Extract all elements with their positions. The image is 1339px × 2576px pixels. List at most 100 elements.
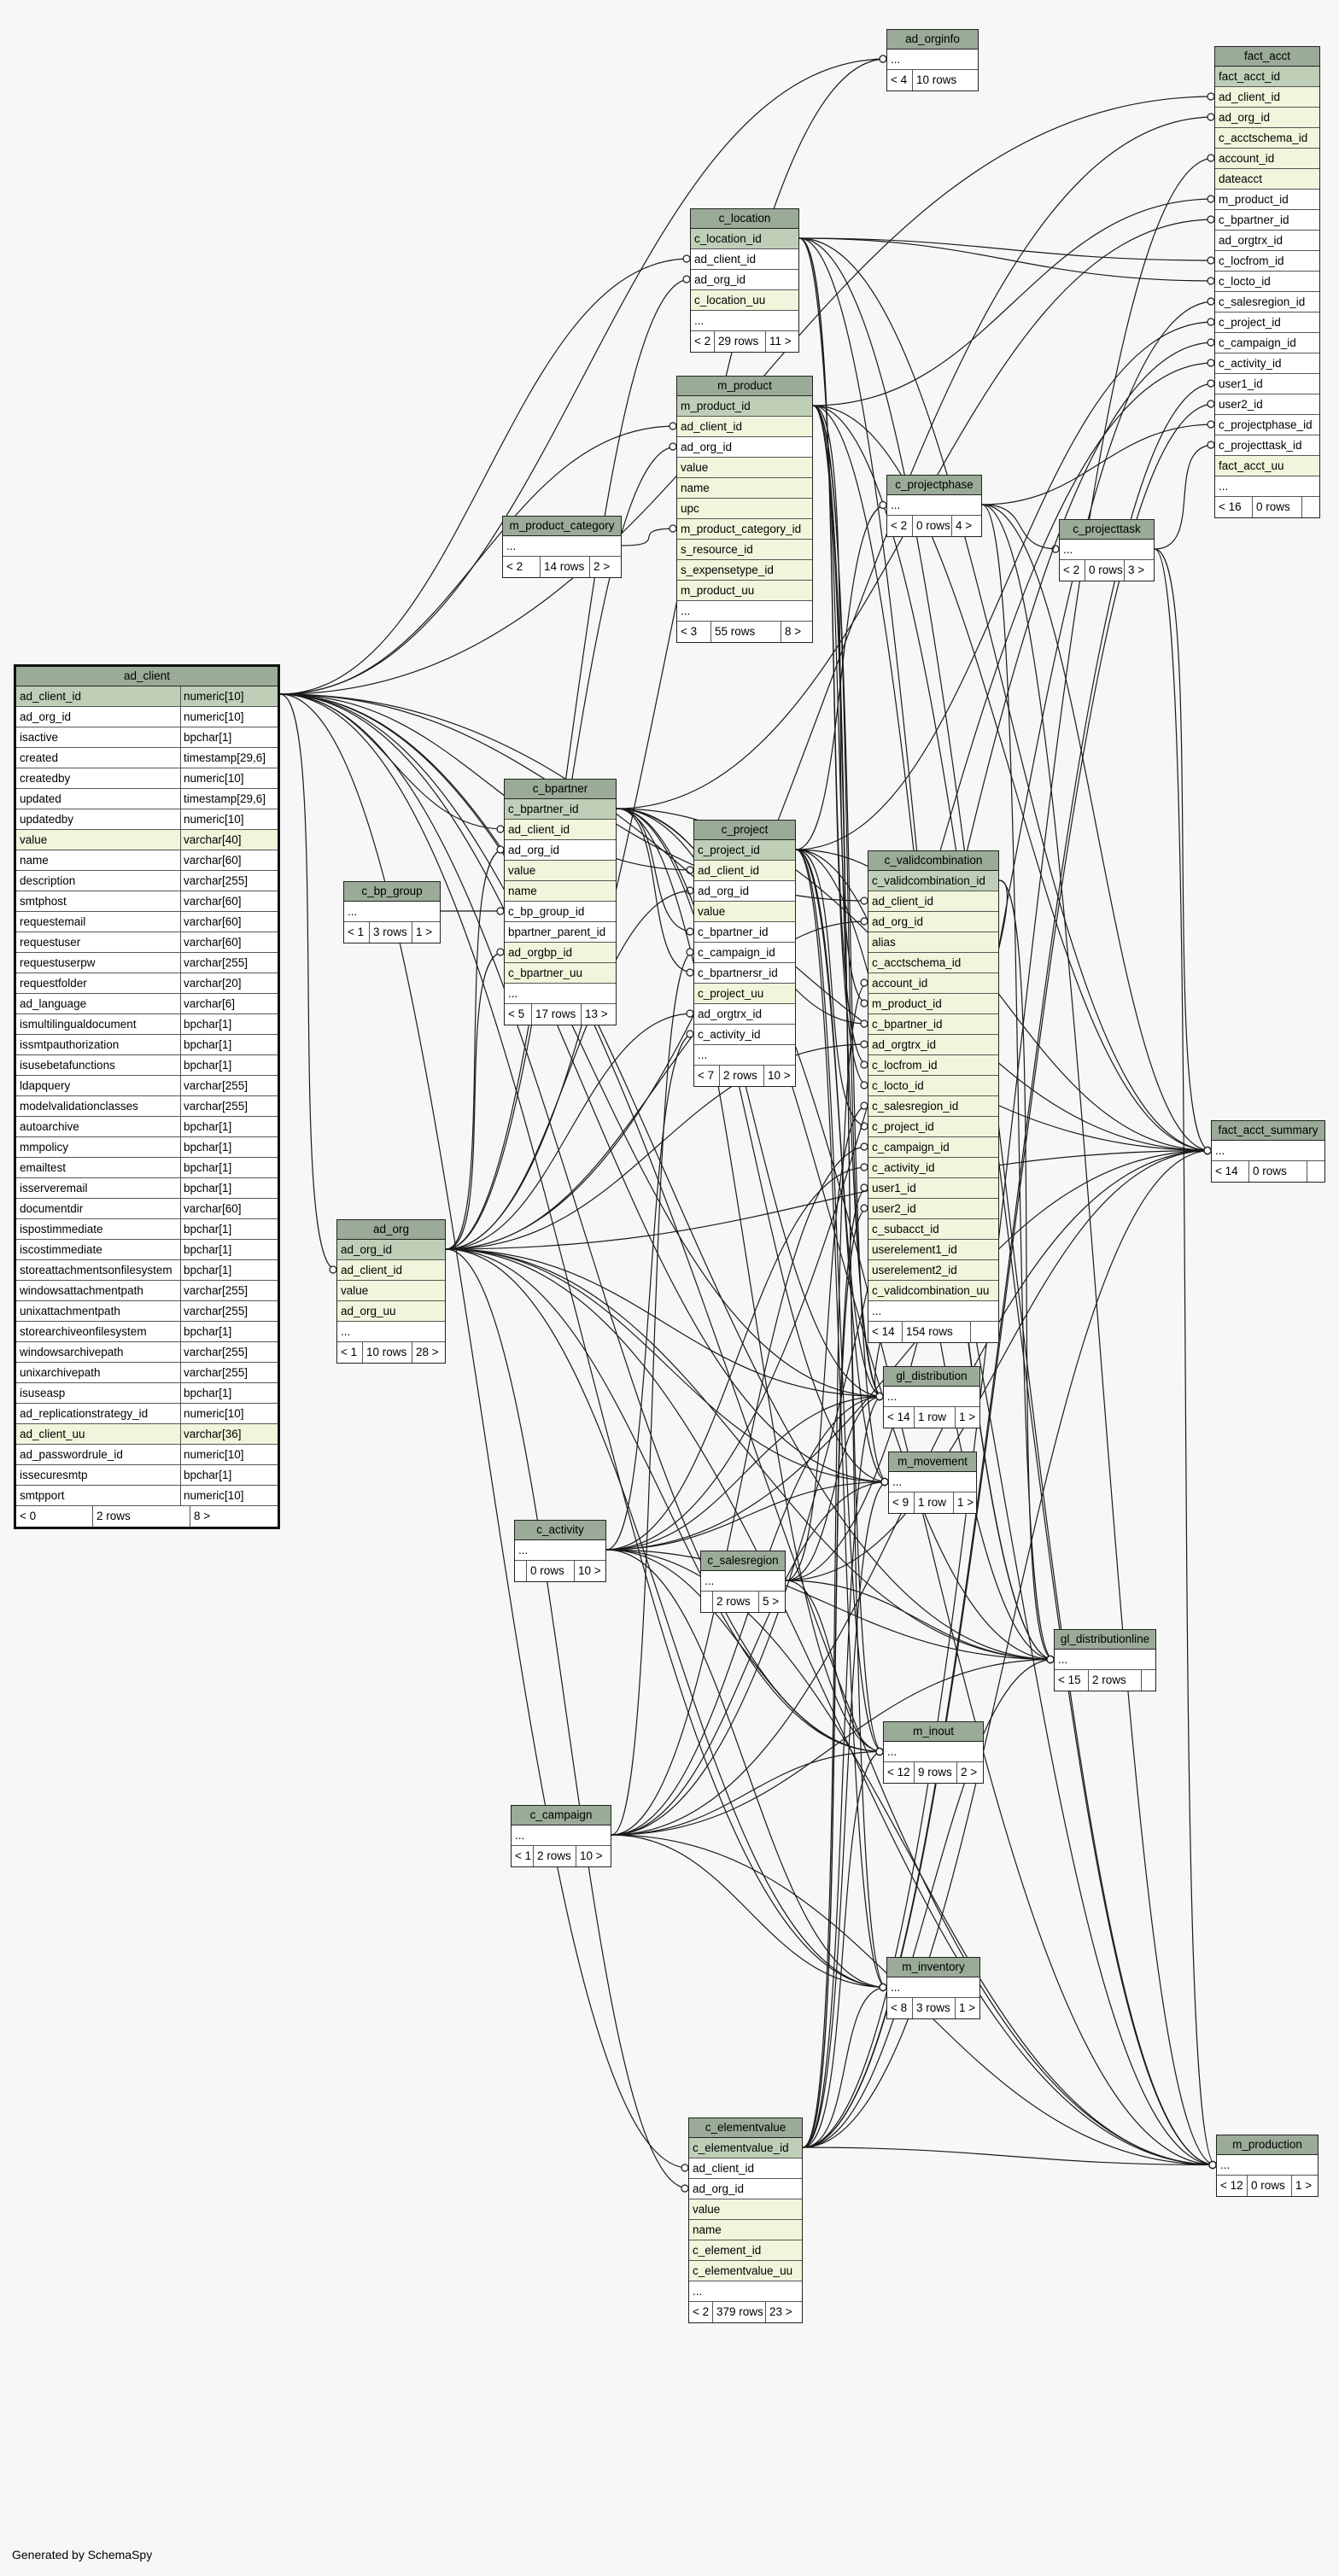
more-columns-row[interactable]: ... — [884, 1387, 979, 1407]
parent-count[interactable]: < 2 — [503, 557, 541, 577]
child-count[interactable]: 8 > — [785, 625, 802, 638]
column-row[interactable]: c_validcombination_id — [868, 871, 998, 891]
table-header[interactable]: c_elementvalue — [689, 2118, 802, 2138]
more-columns-row[interactable]: ... — [701, 1571, 785, 1592]
more-columns-row[interactable]: ... — [505, 984, 616, 1004]
column-row[interactable]: ad_orgtrx_id — [694, 1004, 795, 1025]
column-row[interactable]: ad_org_id — [691, 270, 798, 290]
table-header[interactable]: fact_acct — [1215, 47, 1319, 67]
parent-count[interactable]: < 14 — [884, 1407, 915, 1428]
row-count[interactable]: 0 rows — [913, 516, 952, 536]
table-header[interactable]: c_campaign — [512, 1806, 611, 1825]
row-count[interactable]: 0 rows — [1248, 2176, 1292, 2196]
more-columns-row[interactable]: ... — [1212, 1141, 1324, 1161]
parent-count[interactable]: < 14 — [1212, 1161, 1249, 1182]
row-count[interactable]: 1 row — [915, 1492, 954, 1513]
child-count[interactable] — [971, 1322, 998, 1342]
table-header[interactable]: c_bp_group — [344, 882, 440, 902]
column-row[interactable]: ad_orgtrx_id — [868, 1035, 998, 1055]
more-columns-row[interactable]: ... — [1060, 540, 1154, 560]
row-count[interactable]: 29 rows — [715, 331, 766, 352]
child-count[interactable]: 10 > — [768, 1069, 791, 1082]
child-count[interactable] — [1142, 1670, 1155, 1691]
column-row[interactable]: c_locto_id — [1215, 272, 1319, 292]
parent-count[interactable] — [701, 1592, 713, 1612]
table-header[interactable]: ad_org — [337, 1220, 445, 1240]
column-row[interactable]: c_element_id — [689, 2240, 802, 2261]
row-count[interactable]: 154 rows — [903, 1322, 971, 1342]
parent-count[interactable]: < 9 — [889, 1492, 915, 1513]
row-count[interactable]: 14 rows — [541, 557, 590, 577]
column-row[interactable]: c_activity_id — [1215, 353, 1319, 374]
more-columns-row[interactable]: ... — [887, 50, 978, 70]
more-columns-row[interactable]: ... — [677, 601, 812, 622]
column-row[interactable]: c_validcombination_uu — [868, 1281, 998, 1301]
column-row[interactable]: value — [337, 1281, 445, 1301]
table-header[interactable]: c_projectphase — [887, 476, 981, 495]
child-count[interactable]: 8 > — [194, 1510, 211, 1522]
row-count[interactable]: 2 rows — [1089, 1670, 1142, 1691]
column-row[interactable]: value — [677, 458, 812, 478]
column-row[interactable]: ad_org_id — [677, 437, 812, 458]
child-count[interactable]: 5 > — [763, 1595, 780, 1608]
column-row[interactable]: c_salesregion_id — [868, 1096, 998, 1117]
column-row[interactable]: ad_orgtrx_id — [1215, 231, 1319, 251]
child-count[interactable]: 1 > — [959, 1411, 976, 1423]
column-row[interactable]: c_bpartner_uu — [505, 963, 616, 984]
table-header[interactable]: m_movement — [889, 1452, 976, 1472]
parent-count[interactable]: < 14 — [868, 1322, 903, 1342]
column-row[interactable]: ad_org_id — [694, 881, 795, 902]
parent-count[interactable]: < 16 — [1215, 497, 1253, 517]
row-count[interactable]: 379 rows — [713, 2302, 766, 2322]
column-row[interactable]: c_projecttask_id — [1215, 435, 1319, 456]
column-row[interactable]: c_campaign_id — [868, 1137, 998, 1158]
column-row[interactable]: ad_client_id — [689, 2158, 802, 2179]
column-row[interactable]: value — [505, 861, 616, 881]
child-count[interactable]: 3 > — [1128, 564, 1145, 576]
column-row[interactable]: c_campaign_id — [694, 943, 795, 963]
row-count[interactable]: 2 rows — [93, 1506, 190, 1527]
column-row[interactable]: c_elementvalue_uu — [689, 2261, 802, 2281]
column-row[interactable]: user2_id — [1215, 394, 1319, 415]
column-row[interactable]: m_product_uu — [677, 581, 812, 601]
table-header[interactable]: gl_distributionline — [1055, 1630, 1155, 1650]
column-row[interactable]: c_project_uu — [694, 984, 795, 1004]
child-count[interactable] — [1307, 1161, 1324, 1182]
more-columns-row[interactable]: ... — [884, 1742, 983, 1762]
parent-count[interactable]: < 1 — [344, 922, 370, 943]
column-row[interactable]: user2_id — [868, 1199, 998, 1219]
column-row[interactable]: fact_acct_id — [1215, 67, 1319, 87]
column-row[interactable]: c_location_id — [691, 229, 798, 249]
more-columns-row[interactable]: ... — [1217, 2155, 1318, 2176]
child-count[interactable]: 4 > — [956, 519, 973, 532]
table-header[interactable]: c_location — [691, 209, 798, 229]
column-row[interactable]: c_activity_id — [694, 1025, 795, 1045]
row-count[interactable]: 1 row — [915, 1407, 956, 1428]
column-row[interactable]: ad_orgbp_id — [505, 943, 616, 963]
column-row[interactable]: ad_client_id — [691, 249, 798, 270]
more-columns-row[interactable]: ... — [868, 1301, 998, 1322]
parent-count[interactable]: < 3 — [677, 622, 711, 642]
more-columns-row[interactable]: ... — [691, 311, 798, 331]
column-row[interactable]: account_id — [868, 973, 998, 994]
